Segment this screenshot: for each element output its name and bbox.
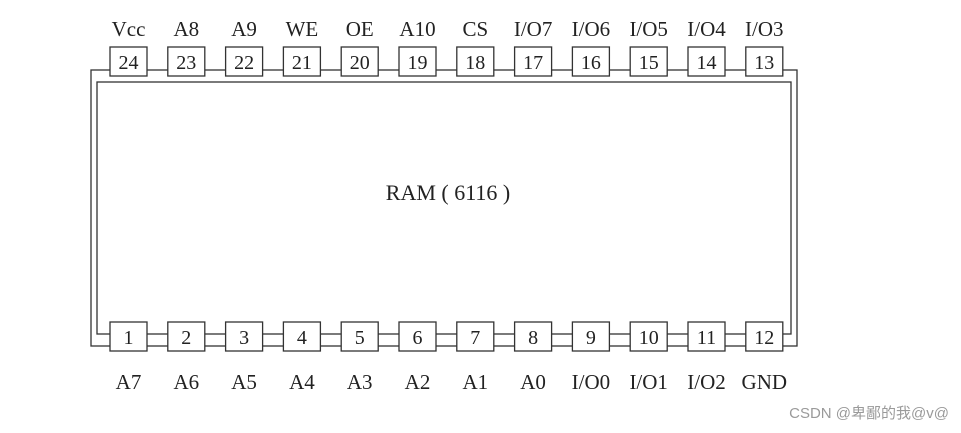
pin-11-box <box>687 321 726 352</box>
pin-3-number: 3 <box>239 327 249 349</box>
pin-23-number: 23 <box>176 52 196 74</box>
pin-7-number: 7 <box>470 327 480 349</box>
pin-17-number: 17 <box>523 52 543 74</box>
pin-7-name: A1 <box>462 370 488 394</box>
watermark-text: CSDN @卑鄙的我@v@ <box>789 405 949 422</box>
pin-3-box <box>224 321 264 352</box>
pin-15-box <box>629 46 668 77</box>
pin-22-box <box>224 46 264 77</box>
pin-16-number: 16 <box>581 52 601 74</box>
chip-inner-outline <box>96 81 792 335</box>
pin-22-name: A9 <box>231 17 257 41</box>
pin-2-number: 2 <box>181 327 191 349</box>
pin-9-box <box>571 321 611 352</box>
pin-10-number: 10 <box>639 327 659 349</box>
pin-13-box <box>745 46 784 77</box>
pin-21-box <box>282 46 322 77</box>
pin-24-name: Vcc <box>112 17 146 41</box>
pin-15-name: I/O5 <box>629 17 668 41</box>
pin-14-box <box>687 46 726 77</box>
pin-10-name: I/O1 <box>629 370 668 394</box>
pin-9-number: 9 <box>586 327 596 349</box>
top-pin-row: 24 Vcc 23 A8 22 A9 21 WE 20 OE 19 A10 18 CS 17 I/O7 16 I/… <box>109 17 784 77</box>
pin-1-name: A7 <box>116 370 142 394</box>
pin-16-box <box>571 46 611 77</box>
pin-13-number: 13 <box>754 52 774 74</box>
pin-3-name: A5 <box>231 370 257 394</box>
pin-6-name: A2 <box>405 370 431 394</box>
pin-18-name: CS <box>462 17 488 41</box>
pin-10-box <box>629 321 668 352</box>
pin-18-box <box>456 46 495 77</box>
pin-1-box <box>109 321 148 352</box>
pin-14-name: I/O4 <box>687 17 726 41</box>
pin-2-box <box>167 321 206 352</box>
pin-16-name: I/O6 <box>572 17 611 41</box>
pin-14-number: 14 <box>697 52 717 74</box>
pin-19-name: A10 <box>399 17 435 41</box>
pin-12-number: 12 <box>754 327 774 349</box>
bottom-pin-row: 1A7 2A6 3A5 4A4 5A3 6A2 7A1 8A0 9I/O0 10I/O1 11I/O… <box>109 321 788 394</box>
pin-7-box <box>456 321 495 352</box>
pin-8-box <box>513 321 553 352</box>
pin-12-box <box>745 321 784 352</box>
pin-20-box <box>340 46 379 77</box>
pin-8-name: A0 <box>520 370 546 394</box>
chip-outer-outline <box>90 69 798 347</box>
pin-20-number: 20 <box>350 52 370 74</box>
pin-19-number: 19 <box>408 52 428 74</box>
pin-23-name: A8 <box>173 17 199 41</box>
pin-24-number: 24 <box>119 52 139 74</box>
pin-12-name: GND <box>742 370 788 394</box>
pin-17-box <box>513 46 553 77</box>
pin-13-name: I/O3 <box>745 17 784 41</box>
pin-24-box <box>109 46 148 77</box>
pin-6-box <box>398 321 437 352</box>
pin-5-name: A3 <box>347 370 373 394</box>
pin-9-name: I/O0 <box>572 370 611 394</box>
pin-15-number: 15 <box>639 52 659 74</box>
pin-2-name: A6 <box>173 370 199 394</box>
chip-label: RAM ( 6116 ) <box>386 180 510 205</box>
chip-body <box>90 69 798 347</box>
pin-21-name: WE <box>286 17 319 41</box>
pin-19-box <box>398 46 437 77</box>
pin-8-number: 8 <box>528 327 538 349</box>
pin-4-name: A4 <box>289 370 315 394</box>
pin-1-number: 1 <box>124 327 134 349</box>
pin-21-number: 21 <box>292 52 312 74</box>
pin-4-box <box>282 321 322 352</box>
pin-11-number: 11 <box>697 327 716 349</box>
pin-22-number: 22 <box>234 52 254 74</box>
pin-5-box <box>340 321 379 352</box>
pin-4-number: 4 <box>297 327 307 349</box>
pin-17-name: I/O7 <box>514 17 553 41</box>
pin-6-number: 6 <box>413 327 423 349</box>
pin-20-name: OE <box>346 17 374 41</box>
pin-23-box <box>167 46 206 77</box>
pin-11-name: I/O2 <box>687 370 726 394</box>
pin-18-number: 18 <box>465 52 485 74</box>
pin-5-number: 5 <box>355 327 365 349</box>
